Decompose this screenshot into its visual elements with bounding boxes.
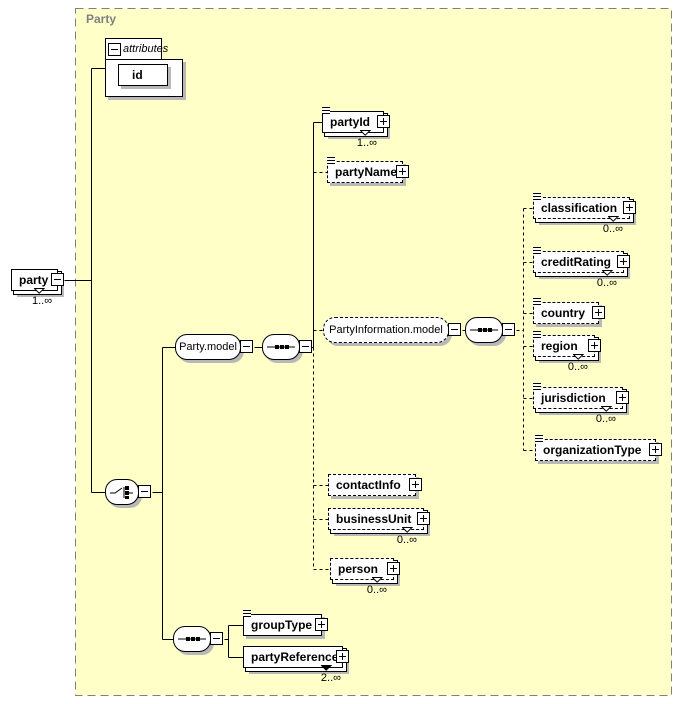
element-organizationtype[interactable]: organizationType bbox=[535, 435, 662, 461]
occurs-triangle-icon bbox=[602, 270, 613, 276]
expand-icon[interactable] bbox=[623, 201, 636, 214]
element-businessunit[interactable]: businessUnit 0..∞ bbox=[328, 508, 430, 546]
expand-icon[interactable] bbox=[396, 165, 409, 178]
element-label: region bbox=[541, 339, 578, 353]
occurs-triangle-icon bbox=[608, 216, 619, 222]
annotation-icon bbox=[243, 610, 251, 617]
element-label: partyName bbox=[335, 165, 398, 179]
element-label: organizationType bbox=[543, 443, 642, 457]
annotation-icon bbox=[533, 383, 541, 390]
occurs-label: 1..∞ bbox=[356, 137, 377, 149]
model-group-partyinformation-model[interactable]: PartyInformation.model bbox=[323, 317, 461, 343]
expand-icon[interactable] bbox=[588, 339, 601, 352]
annotation-icon bbox=[533, 193, 541, 200]
attributes-label: attributes bbox=[123, 43, 169, 55]
occurs-label: 0..∞ bbox=[602, 223, 623, 235]
expand-icon[interactable] bbox=[649, 443, 662, 456]
annotation-icon bbox=[322, 107, 330, 114]
element-contactinfo[interactable]: contactInfo bbox=[328, 474, 422, 496]
element-party[interactable]: party 1..∞ bbox=[11, 269, 64, 307]
annotation-icon bbox=[533, 331, 541, 338]
annotation-icon bbox=[327, 157, 335, 164]
occurs-label: 0..∞ bbox=[366, 584, 387, 596]
occurs-triangle-icon bbox=[402, 527, 413, 533]
element-label: country bbox=[541, 306, 586, 320]
element-partyname[interactable]: partyName bbox=[327, 157, 409, 183]
element-classification[interactable]: classification 0..∞ bbox=[533, 193, 636, 235]
element-label: contactInfo bbox=[336, 478, 401, 492]
expand-icon[interactable] bbox=[315, 618, 328, 631]
occurs-triangle-icon bbox=[372, 577, 383, 583]
occurs-label: 0..∞ bbox=[567, 361, 588, 373]
element-label: creditRating bbox=[541, 255, 612, 269]
annotation-icon bbox=[535, 435, 543, 442]
choice-compositor[interactable] bbox=[105, 479, 151, 505]
element-label: classification bbox=[541, 201, 618, 215]
element-label: partyId bbox=[330, 115, 371, 129]
group-label: Party.model bbox=[179, 341, 237, 353]
collapse-icon[interactable] bbox=[51, 273, 64, 286]
element-grouptype[interactable]: groupType bbox=[243, 610, 328, 636]
attribute-label: id bbox=[132, 68, 143, 82]
element-label: party bbox=[19, 273, 49, 287]
sequence-icon bbox=[178, 637, 206, 641]
collapse-icon[interactable] bbox=[138, 485, 151, 498]
occurs-triangle-icon bbox=[573, 354, 584, 360]
occurs-label: 0..∞ bbox=[596, 277, 617, 289]
expand-icon[interactable] bbox=[617, 255, 630, 268]
element-region[interactable]: region 0..∞ bbox=[533, 331, 601, 373]
occurs-triangle-icon bbox=[360, 130, 371, 136]
element-country[interactable]: country bbox=[533, 298, 605, 324]
expand-icon[interactable] bbox=[417, 512, 430, 525]
element-jurisdiction[interactable]: jurisdiction 0..∞ bbox=[533, 383, 629, 425]
element-partyreference[interactable]: partyReference 2..∞ bbox=[243, 646, 349, 684]
expand-icon[interactable] bbox=[387, 562, 400, 575]
collapse-icon[interactable] bbox=[299, 340, 312, 353]
sequence-compositor[interactable] bbox=[173, 626, 223, 652]
expand-icon[interactable] bbox=[409, 478, 422, 491]
annotation-icon bbox=[533, 298, 541, 305]
occurs-label: 2..∞ bbox=[320, 672, 341, 684]
container-title: Party bbox=[86, 12, 117, 26]
collapse-icon[interactable] bbox=[210, 632, 223, 645]
group-label: PartyInformation.model bbox=[329, 324, 443, 336]
sequence-icon bbox=[470, 328, 498, 332]
element-creditrating[interactable]: creditRating 0..∞ bbox=[533, 247, 630, 289]
attribute-id[interactable]: id bbox=[118, 64, 168, 86]
collapse-icon[interactable] bbox=[448, 323, 461, 336]
occurs-label: 0..∞ bbox=[396, 534, 417, 546]
element-person[interactable]: person 0..∞ bbox=[330, 558, 400, 596]
expand-icon[interactable] bbox=[377, 115, 390, 128]
collapse-icon[interactable] bbox=[240, 340, 253, 353]
sequence-icon bbox=[267, 345, 295, 349]
sequence-compositor[interactable] bbox=[262, 334, 312, 360]
element-label: person bbox=[338, 562, 379, 576]
collapse-icon[interactable] bbox=[108, 43, 121, 56]
expand-icon[interactable] bbox=[616, 391, 629, 404]
element-label: groupType bbox=[251, 618, 313, 632]
choice-icon bbox=[110, 485, 133, 499]
collapse-icon[interactable] bbox=[502, 323, 515, 336]
occurs-triangle-icon bbox=[321, 665, 332, 671]
element-partyid[interactable]: partyId 1..∞ bbox=[322, 107, 390, 149]
occurs-triangle-icon bbox=[34, 288, 45, 294]
occurs-triangle-icon bbox=[601, 406, 612, 412]
expand-icon[interactable] bbox=[336, 650, 349, 663]
element-label: jurisdiction bbox=[541, 391, 606, 405]
model-group-party-model[interactable]: Party.model bbox=[175, 334, 253, 360]
attributes-group[interactable]: attributes bbox=[105, 38, 168, 60]
sequence-compositor[interactable] bbox=[465, 317, 515, 343]
element-label: partyReference bbox=[251, 650, 339, 664]
expand-icon[interactable] bbox=[592, 306, 605, 319]
occurs-label: 1..∞ bbox=[32, 295, 53, 307]
annotation-icon bbox=[533, 247, 541, 254]
element-label: businessUnit bbox=[336, 512, 412, 526]
occurs-label: 0..∞ bbox=[595, 413, 616, 425]
